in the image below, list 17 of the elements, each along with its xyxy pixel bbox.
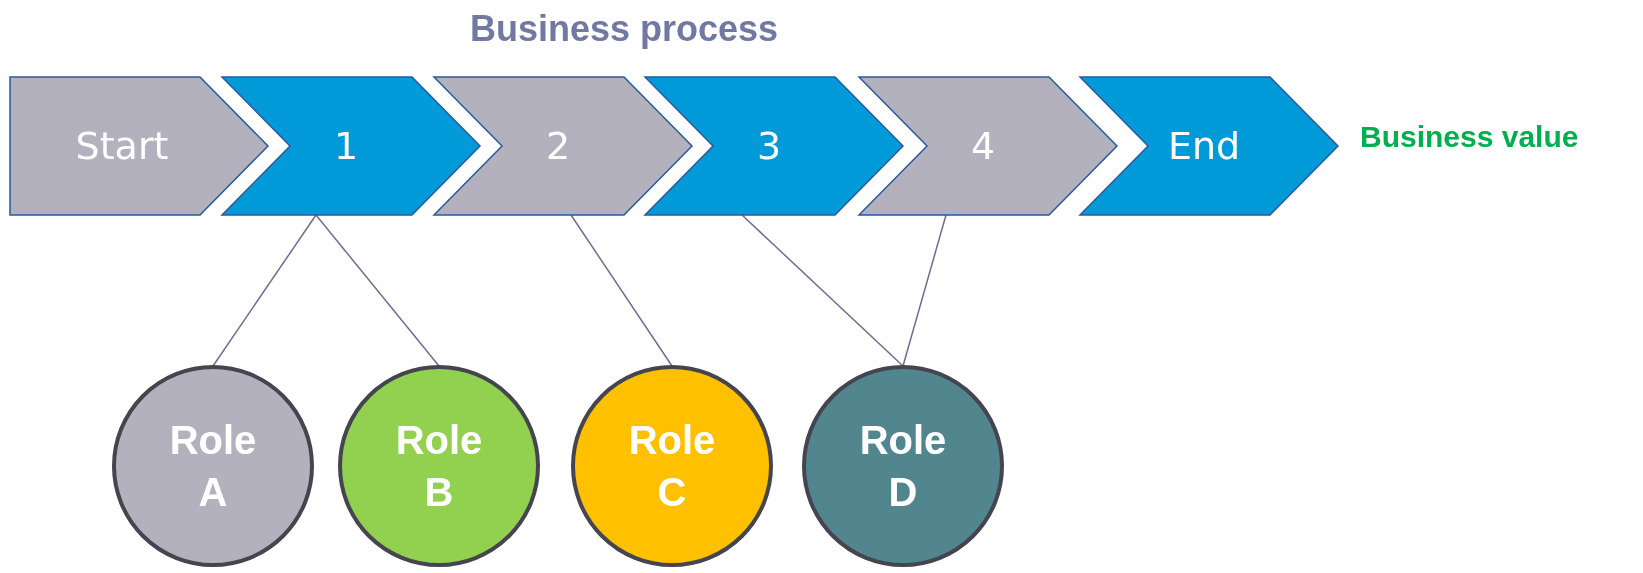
connector-line — [570, 214, 673, 367]
connector-line — [902, 214, 947, 367]
connector-line — [315, 214, 440, 367]
step-label: 4 — [970, 124, 996, 168]
step-label: 2 — [545, 124, 571, 168]
role-label: Role D — [858, 417, 948, 516]
step-label: 1 — [333, 124, 359, 168]
step-label: Start — [75, 124, 169, 168]
connector-line — [212, 214, 317, 367]
outcome-label: Business value — [1360, 120, 1579, 154]
connector-line — [741, 214, 904, 367]
diagram-title: Business process — [470, 8, 779, 50]
step-label: End — [1167, 124, 1241, 168]
role-label: Role B — [394, 417, 484, 516]
role-label: Role A — [168, 417, 258, 516]
role-label: Role C — [627, 417, 717, 516]
step-label: 3 — [756, 124, 782, 168]
